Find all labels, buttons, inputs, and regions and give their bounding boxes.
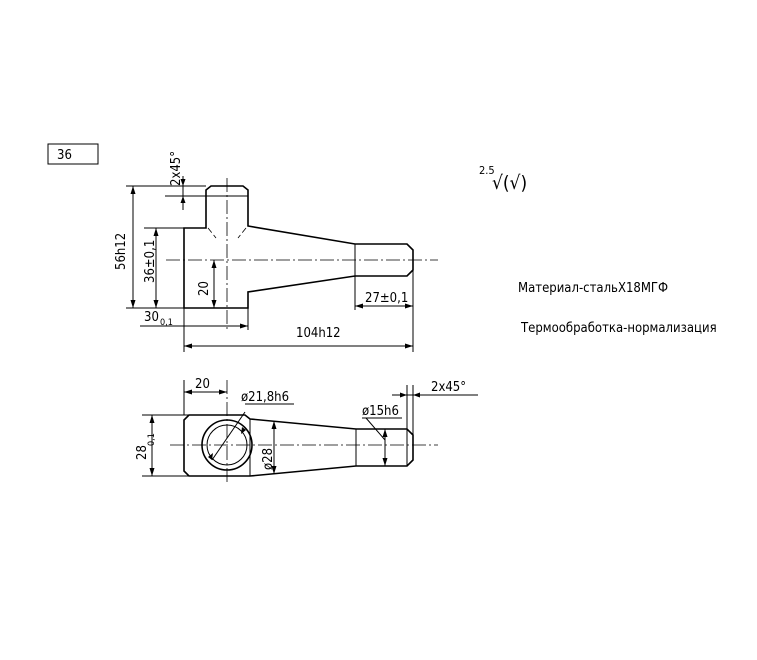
- dim-diameter-cone: ø28: [261, 448, 276, 470]
- dim-length-tip: 27±0,1: [365, 291, 408, 306]
- sheet-number: 36: [57, 148, 72, 163]
- roughness-value: 2.5: [479, 164, 495, 177]
- roughness-symbol: √(√): [492, 172, 527, 194]
- dim-diameter-hole: ø21,8h6: [241, 390, 289, 405]
- dim-height-lower: 20: [197, 281, 212, 296]
- dim-diameter-tip: ø15h6: [362, 404, 399, 419]
- dim-height-total: 56h12: [114, 233, 129, 270]
- dim-height-tol: 0,1: [147, 433, 157, 446]
- dim-width-left: 20: [195, 377, 210, 392]
- front-view: 56h12 36±0,1 20 2x45° 30 0,1 104h12 27±0…: [114, 151, 438, 352]
- top-view-outline: [183, 414, 414, 477]
- dim-width-base-value: 30: [144, 310, 159, 325]
- dim-chamfer-top: 2x45°: [431, 380, 466, 395]
- top-view: 20 ø21,8h6 28 0,1 ø28 ø15h6 2x45°: [135, 377, 478, 485]
- surface-finish-symbol: 2.5 √(√): [479, 164, 527, 194]
- material-note: Материал-стальХ18МГФ: [518, 281, 668, 296]
- dim-height-axis: 36±0,1: [143, 240, 158, 283]
- front-view-outline: [183, 185, 414, 309]
- heat-treatment-note: Термообработка-нормализация: [520, 321, 717, 336]
- dim-width-base-tol: 0,1: [160, 318, 173, 328]
- dim-chamfer-front: 2x45°: [169, 151, 184, 186]
- dim-length-total: 104h12: [296, 326, 341, 341]
- dim-height-value: 28: [135, 445, 150, 460]
- sheet-number-box: 36: [47, 143, 99, 165]
